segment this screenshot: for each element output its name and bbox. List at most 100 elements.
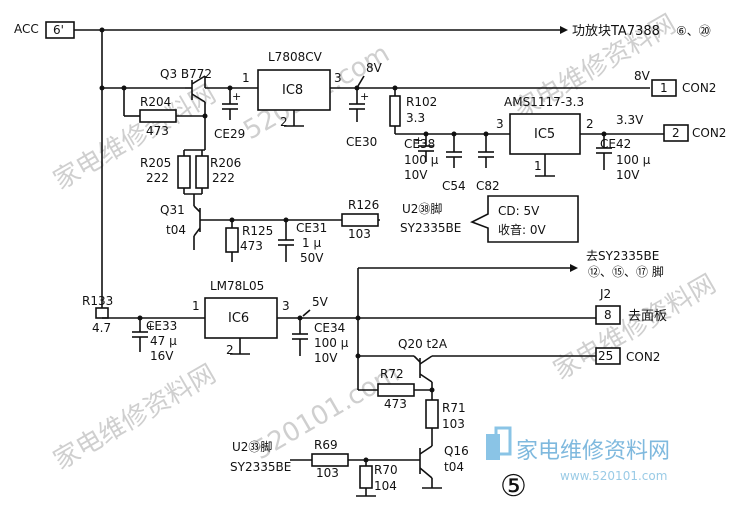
r133-value: 4.7 [92, 321, 111, 335]
ce42-label: CE42 [600, 137, 631, 151]
ams-label: AMS1117-3.3 [504, 95, 584, 109]
r133 [95, 307, 109, 319]
r71 [425, 399, 439, 429]
site-logo: 家电维修资料网 www.520101.com [486, 426, 670, 483]
ce38-value: 100 μ [404, 153, 439, 167]
ic8-pin2: 2 [280, 115, 288, 129]
r204-value: 473 [146, 124, 169, 138]
r206-value: 222 [212, 171, 235, 185]
r72 [377, 383, 415, 397]
r102-value: 3.3 [406, 111, 425, 125]
to-panel: 去面板 [628, 309, 667, 324]
r72-label: R72 [380, 367, 404, 381]
ce38-label: CE38 [404, 137, 435, 151]
r72-value: 473 [384, 397, 407, 411]
ce31-label: CE31 [296, 221, 327, 235]
logo-url: www.520101.com [560, 469, 667, 483]
sy-pins: ⑫、⑮、⑰ 脚 [588, 264, 664, 279]
ce42-value: 100 μ [616, 153, 651, 167]
con2-2-label: CON2 [692, 126, 726, 140]
r206-label: R206 [210, 156, 241, 170]
con2-1-pin: 1 [660, 81, 668, 95]
lm78-label: LM78L05 [210, 279, 264, 293]
r204 [139, 109, 177, 123]
r125 [225, 227, 239, 253]
con2-2-pin: 2 [672, 126, 680, 140]
ce33-value: 47 μ [150, 334, 177, 348]
con2-1-label: CON2 [682, 81, 716, 95]
r205 [177, 155, 191, 189]
q16-label: Q16 [444, 444, 469, 458]
r133-label: R133 [82, 294, 113, 308]
ic8-label: IC8 [282, 83, 303, 98]
ce30-label: CE30 [346, 135, 377, 149]
q20-label: Q20 t2A [398, 337, 448, 351]
u2-33: U2㉝脚 [232, 439, 272, 454]
callout-cd: CD: 5V [498, 204, 540, 218]
ce29-label: CE29 [214, 127, 245, 141]
ic5 [509, 113, 581, 155]
amp-pins: ⑥、⑳ [676, 24, 711, 38]
amp-dest: 功放块TA7388 [572, 24, 660, 39]
q31-type: t04 [166, 223, 186, 237]
figure-number: ⑤ [500, 469, 527, 504]
r69-value: 103 [316, 466, 339, 480]
con2-25-label: CON2 [626, 350, 660, 364]
r126 [341, 213, 379, 227]
ic8-pin1: 1 [242, 71, 250, 85]
ic5-pin3: 3 [496, 117, 504, 131]
callout-box [470, 195, 579, 243]
r70 [359, 465, 373, 489]
to-sy: 去SY2335BE [586, 249, 659, 263]
ic5-pin1: 1 [534, 159, 542, 173]
r71-value: 103 [442, 417, 465, 431]
r102-label: R102 [406, 95, 437, 109]
logo-text: 家电维修资料网 [516, 439, 670, 464]
v8-top: 8V [366, 61, 383, 75]
ic8-pin3: 3 [334, 71, 342, 85]
ic6-pin3: 3 [282, 299, 290, 313]
r206 [195, 155, 209, 189]
svg-text:+: + [360, 90, 369, 103]
l7808-label: L7808CV [268, 50, 323, 64]
ce33-voltage: 16V [150, 349, 174, 363]
r69 [311, 453, 349, 467]
con2-2-connector [663, 124, 689, 142]
r126-value: 103 [348, 227, 371, 241]
j2-label: J2 [599, 287, 611, 301]
ce38-voltage: 10V [404, 168, 428, 182]
ce34-label: CE34 [314, 321, 345, 335]
v33-label: 3.3V [616, 113, 644, 127]
svg-text:+: + [414, 134, 423, 147]
r125-value: 473 [240, 239, 263, 253]
watermark-text: 家电维修资料网 [549, 269, 722, 386]
svg-text:+: + [232, 90, 241, 103]
ic6-pin1: 1 [192, 299, 200, 313]
ic5-label: IC5 [534, 127, 555, 142]
r71-label: R71 [442, 401, 466, 415]
ce31-voltage: 50V [300, 251, 324, 265]
u2-38: U2㊳脚 [402, 201, 442, 216]
ic8 [257, 69, 331, 111]
svg-text:+: + [146, 320, 155, 333]
con2-25-pin: 25 [598, 349, 613, 363]
v5-label: 5V [312, 295, 329, 309]
r126-label: R126 [348, 198, 379, 212]
ic5-pin2: 2 [586, 117, 594, 131]
acc-pin: 6' [53, 23, 64, 37]
r204-label: R204 [140, 95, 171, 109]
v8-line: 8V [634, 69, 651, 83]
r102 [389, 95, 401, 127]
r70-value: 104 [374, 479, 397, 493]
c82-label: C82 [476, 179, 500, 193]
q3-label: Q3 B772 [160, 67, 212, 81]
ce42-voltage: 10V [616, 168, 640, 182]
r205-label: R205 [140, 156, 171, 170]
callout-radio: 收音: 0V [498, 222, 546, 237]
r69-label: R69 [314, 438, 338, 452]
q16-type: t04 [444, 460, 464, 474]
j2-pin: 8 [604, 308, 612, 322]
ic6 [204, 297, 278, 339]
ce34-value: 100 μ [314, 336, 349, 350]
r205-value: 222 [146, 171, 169, 185]
